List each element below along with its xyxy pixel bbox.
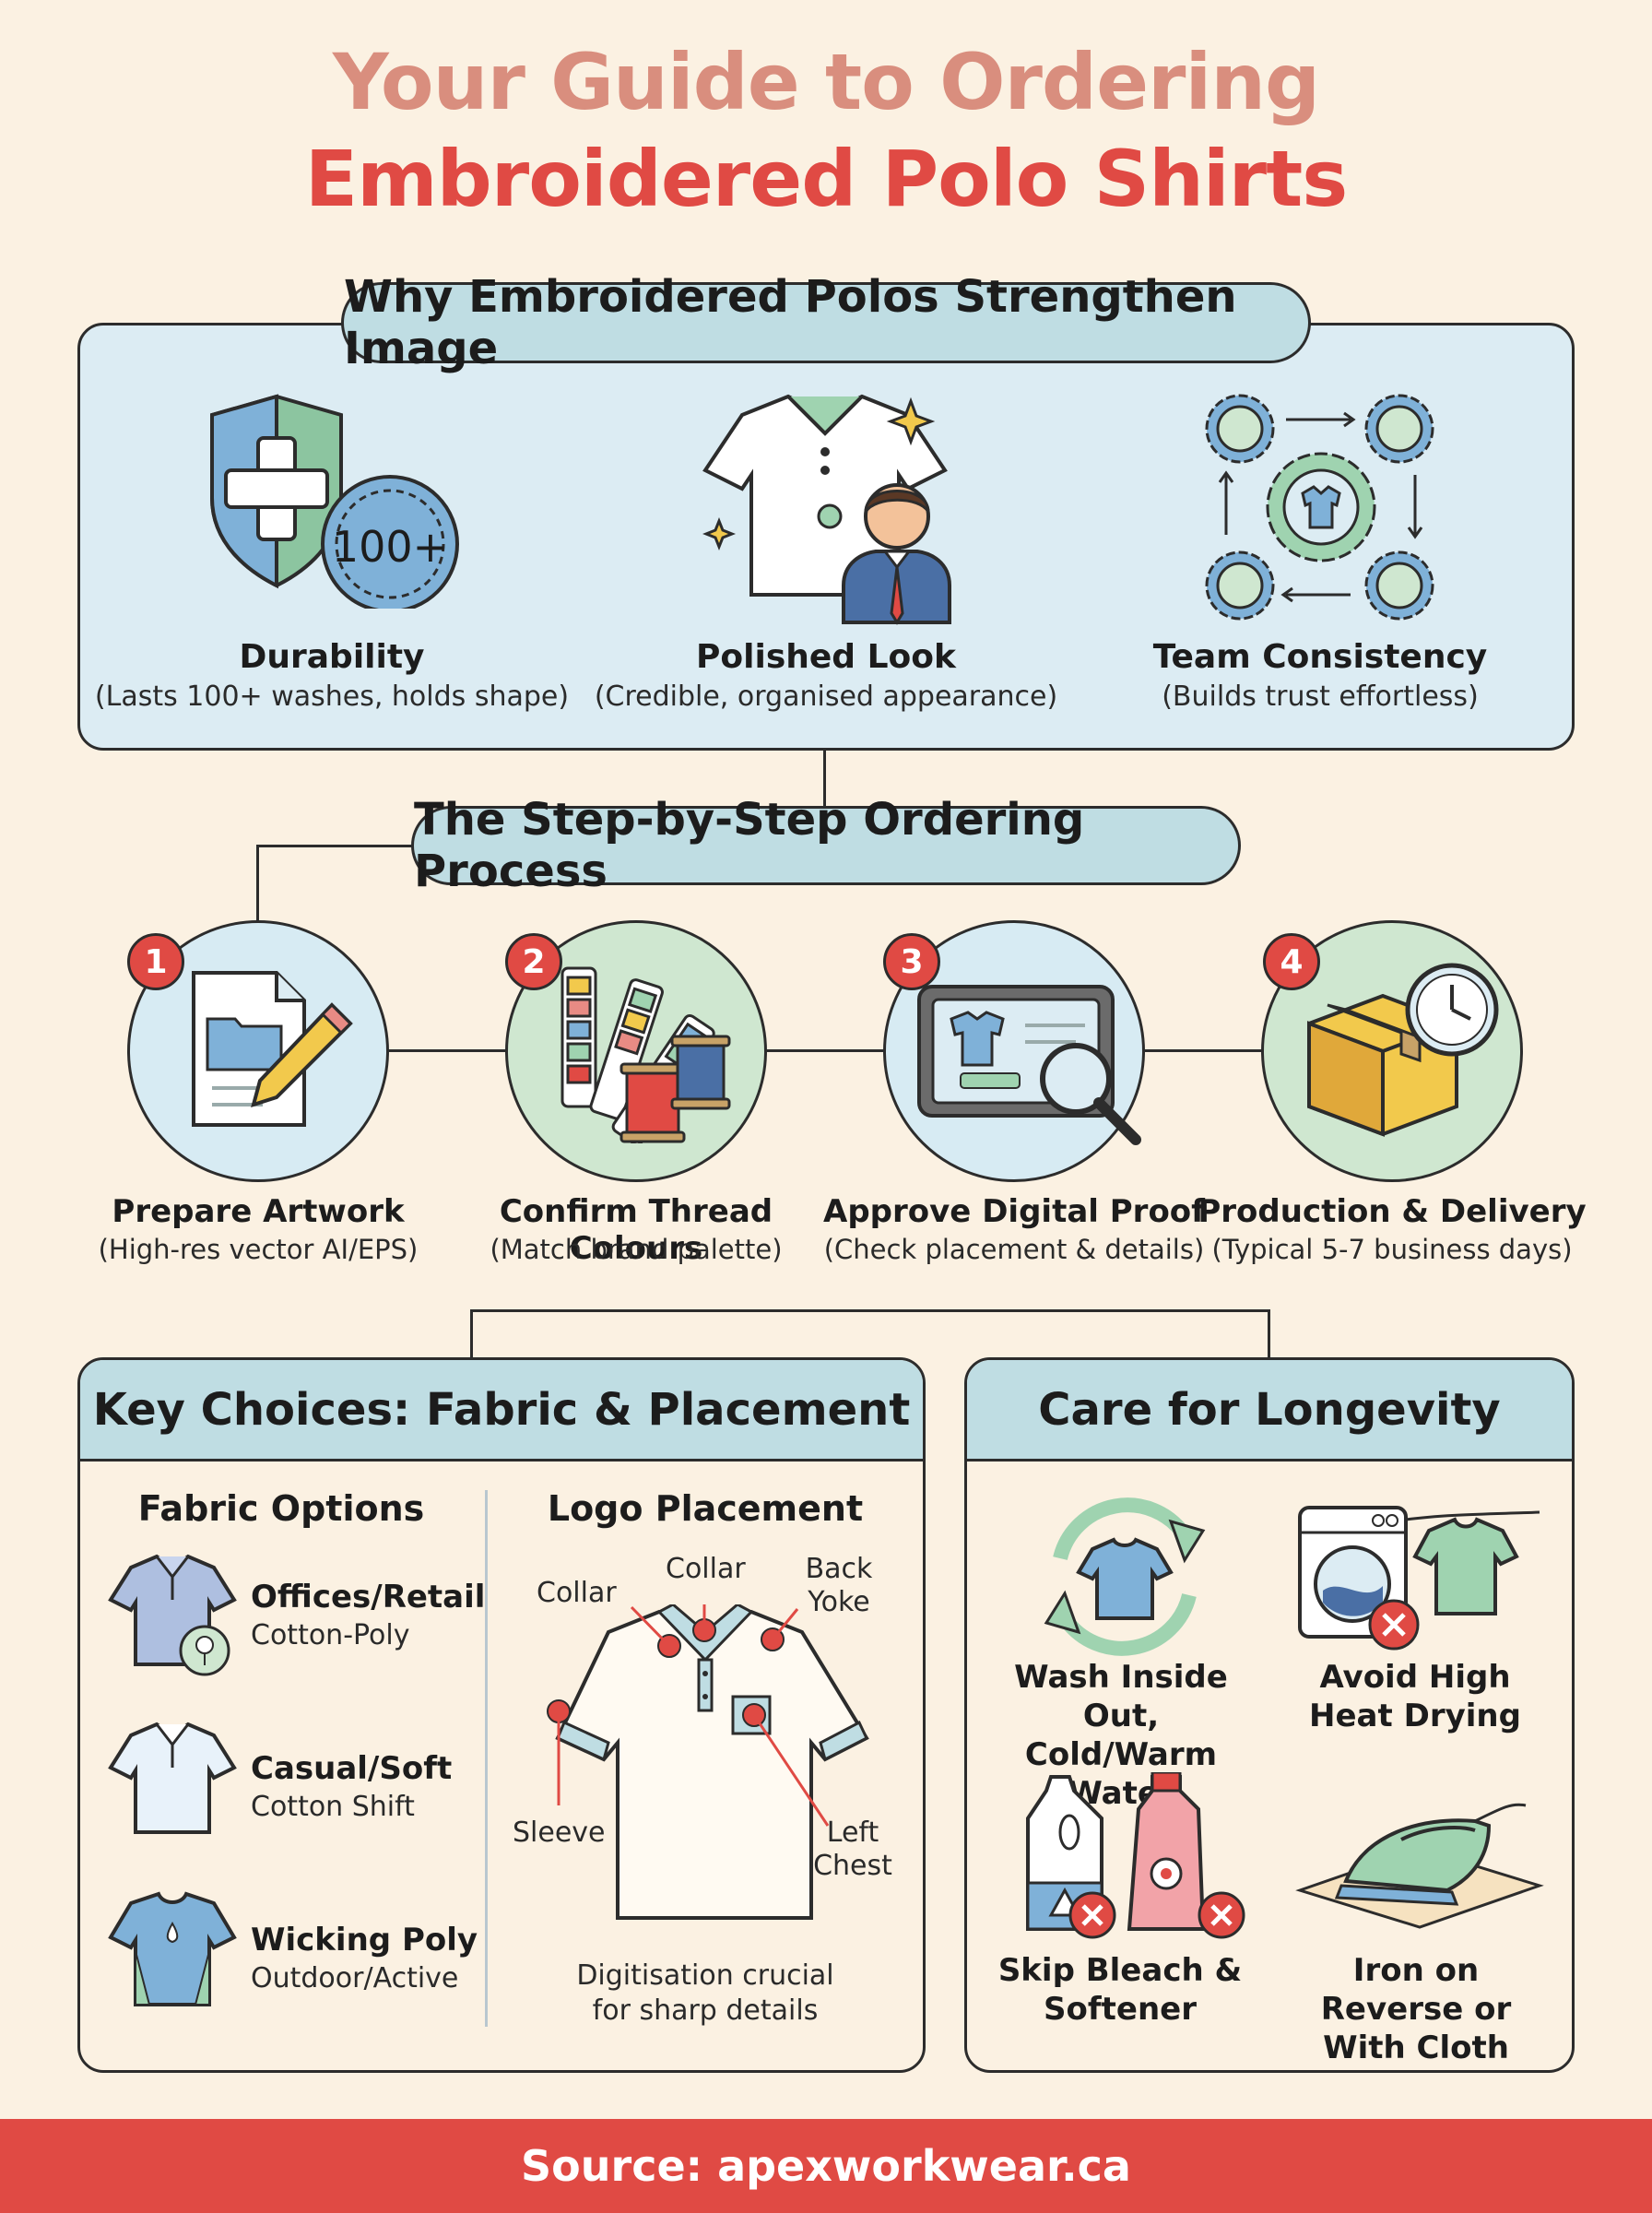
step-1-label: Prepare Artwork bbox=[112, 1193, 405, 1230]
connector-process-left-h bbox=[256, 845, 413, 847]
polo-diagram bbox=[535, 1600, 885, 1927]
choices-heading: Key Choices: Fabric & Placement bbox=[80, 1360, 923, 1462]
fabric-1-title: Offices/Retail bbox=[251, 1579, 486, 1615]
connector-why-process bbox=[823, 751, 826, 810]
bracket-top bbox=[470, 1309, 1270, 1312]
placement-left-chest: Left Chest bbox=[813, 1817, 892, 1882]
step-1-badge: 1 bbox=[127, 933, 184, 990]
title-line-1: Your Guide to Ordering bbox=[332, 37, 1320, 127]
why-heading: Why Embroidered Polos Strengthen Image bbox=[341, 271, 1311, 374]
team-consistency-label: Team Consistency bbox=[1152, 638, 1488, 676]
placement-collar-top: Collar bbox=[666, 1553, 746, 1585]
dryer-no-icon bbox=[1291, 1494, 1549, 1660]
title-line-2: Embroidered Polo Shirts bbox=[304, 134, 1349, 224]
iron-icon bbox=[1291, 1789, 1549, 1946]
choices-divider bbox=[485, 1490, 488, 2027]
durability-badge-text: 100+ bbox=[331, 522, 449, 572]
fabric-3-title: Wicking Poly bbox=[251, 1922, 478, 1959]
durability-label: Durability bbox=[239, 638, 425, 676]
sport-shirt-icon bbox=[103, 1887, 242, 2016]
care-3-label: Skip Bleach & Softener bbox=[997, 1952, 1243, 2028]
placement-collar-left: Collar bbox=[537, 1577, 617, 1609]
care-panel: Care for Longevity bbox=[964, 1357, 1575, 2073]
care-4-label: Iron on Reverse or With Cloth bbox=[1320, 1952, 1512, 2066]
gears-icon bbox=[1198, 387, 1447, 627]
tablet-magnifier-icon bbox=[914, 977, 1145, 1153]
step-1-sub: (High-res vector AI/EPS) bbox=[98, 1234, 419, 1265]
polished-look-sub: (Credible, organised appearance) bbox=[594, 680, 1058, 713]
connector-process-left-v bbox=[256, 845, 259, 922]
step-4-label: Production & Delivery bbox=[1198, 1193, 1587, 1230]
bracket-right bbox=[1268, 1309, 1270, 1359]
step-2-label: Confirm Thread Colours bbox=[499, 1193, 773, 1267]
placement-sleeve: Sleeve bbox=[513, 1817, 606, 1849]
shield-icon bbox=[194, 387, 470, 613]
polished-look-label: Polished Look bbox=[696, 638, 956, 676]
fabric-3-sub: Outdoor/Active bbox=[251, 1962, 459, 1994]
step-3-badge: 3 bbox=[883, 933, 940, 990]
step-4-sub: (Typical 5-7 business days) bbox=[1211, 1234, 1573, 1265]
placement-back-yoke: Back Yoke bbox=[805, 1553, 873, 1618]
fabric-heading: Fabric Options bbox=[137, 1488, 425, 1529]
polo-professional-icon bbox=[687, 387, 963, 627]
bleach-no-icon bbox=[1014, 1770, 1254, 1947]
wash-cycle-icon bbox=[1032, 1494, 1217, 1660]
fabric-2-title: Casual/Soft bbox=[251, 1750, 453, 1787]
polo-light-icon bbox=[103, 1717, 242, 1846]
care-2-label: Avoid High Heat Drying bbox=[1309, 1659, 1521, 1734]
steps-connector bbox=[387, 1049, 1272, 1052]
fabric-1-sub: Cotton-Poly bbox=[251, 1619, 410, 1651]
step-3-sub: (Check placement & details) bbox=[823, 1234, 1205, 1265]
placement-note: Digitisation crucial for sharp details bbox=[576, 1959, 834, 2027]
placement-heading: Logo Placement bbox=[547, 1488, 864, 1529]
care-heading: Care for Longevity bbox=[967, 1360, 1572, 1462]
polo-cotton-icon bbox=[103, 1549, 242, 1678]
step-3-label: Approve Digital Proof bbox=[823, 1193, 1205, 1230]
process-heading: The Step-by-Step Ordering Process bbox=[411, 794, 1241, 897]
box-clock-icon bbox=[1300, 959, 1503, 1143]
step-2-sub: (Match brand palette) bbox=[490, 1234, 783, 1265]
fabric-2-sub: Cotton Shift bbox=[251, 1791, 415, 1823]
step-2-badge: 2 bbox=[505, 933, 562, 990]
document-pencil-icon bbox=[175, 968, 360, 1134]
team-consistency-sub: (Builds trust effortless) bbox=[1162, 680, 1479, 713]
swatches-thread-icon bbox=[553, 959, 738, 1146]
durability-sub: (Lasts 100+ washes, holds shape) bbox=[94, 680, 570, 713]
source-footer: Source: apexworkwear.ca bbox=[0, 2119, 1652, 2213]
bracket-left bbox=[470, 1309, 473, 1359]
step-4-badge: 4 bbox=[1263, 933, 1320, 990]
